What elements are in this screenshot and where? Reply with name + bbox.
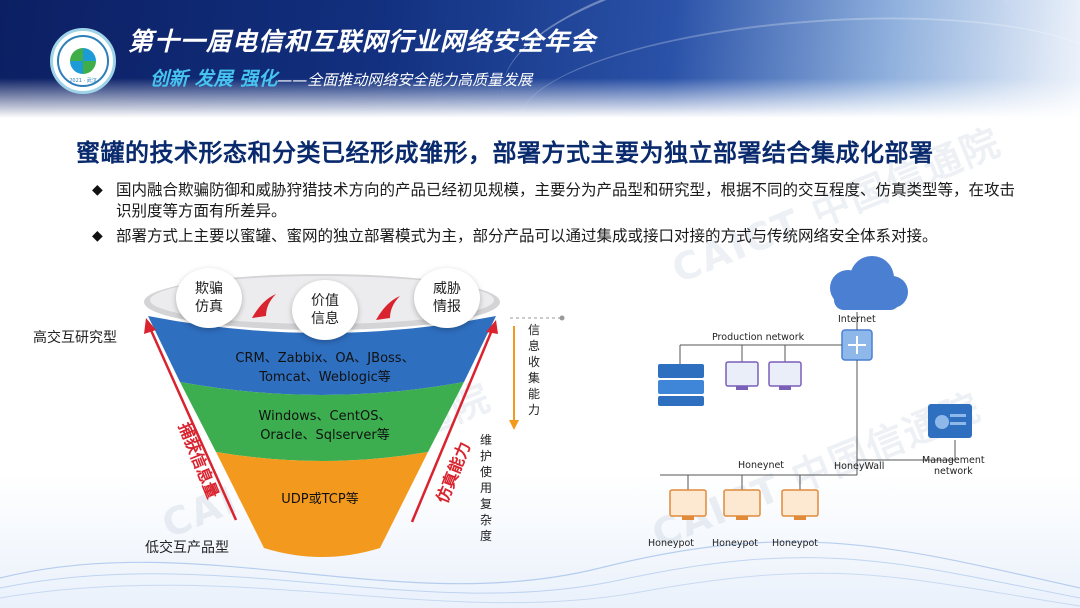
bullet-item: 国内融合欺骗防御和威胁狩猎技术方向的产品已经初见规模，主要分为产品型和研究型，根… xyxy=(92,180,1022,222)
conference-logo: 2021 · 武汉 xyxy=(50,28,116,94)
bottom-waves xyxy=(0,541,1080,607)
internet-label: Internet xyxy=(838,314,876,325)
honeypot-monitor-icon xyxy=(781,489,819,520)
layer-text-app: CRM、Zabbix、OA、JBoss、 Tomcat、Weblogic等 xyxy=(235,351,415,385)
maintenance-complexity: 维护使用复杂度 xyxy=(479,433,492,543)
right-arrow-line xyxy=(410,329,494,523)
funnel-layer-blue xyxy=(148,316,496,395)
info-collection-capability: 信息收集能力 xyxy=(527,323,540,417)
swoosh-icon xyxy=(376,296,400,320)
server-icon xyxy=(658,364,704,406)
production-network-label: Production network xyxy=(712,332,805,343)
honeypot-monitor-icon xyxy=(669,489,707,520)
subtitle-rest: ——全面推动网络安全能力高质量发展 xyxy=(277,71,533,89)
left-arrow-line xyxy=(148,327,238,521)
logo-ring xyxy=(57,35,109,87)
honeypot-monitor-icon xyxy=(723,489,761,520)
bubble-value-info: 价值 信息 xyxy=(292,280,358,340)
funnel-layer-green xyxy=(180,382,464,461)
monitor-icon xyxy=(725,361,759,390)
right-arrow-head-icon xyxy=(486,320,498,334)
logo-year: 2021 · 武汉 xyxy=(69,78,97,84)
header-fade xyxy=(0,78,1080,118)
low-interaction-label: 低交互产品型 xyxy=(145,540,229,556)
honeywall-label: HoneyWall xyxy=(834,461,885,472)
cloud-icon xyxy=(830,256,908,310)
info-arrow-head-icon xyxy=(509,420,519,430)
bullet-item: 部署方式上主要以蜜罐、蜜网的独立部署模式为主，部分产品可以通过集成或接口对接的方… xyxy=(92,226,1022,247)
conference-subtitle: 创新 发展 强化——全面推动网络安全能力高质量发展 xyxy=(150,64,532,91)
bubble-deception: 欺骗 仿真 xyxy=(176,268,242,328)
bullet-list: 国内融合欺骗防御和威胁狩猎技术方向的产品已经初见规模，主要分为产品型和研究型，根… xyxy=(92,180,1022,251)
management-console-icon xyxy=(928,404,972,438)
swoosh-icon xyxy=(252,294,276,318)
funnel-layer-orange xyxy=(216,452,428,557)
header-banner xyxy=(0,0,1080,118)
management-network-label: Management network xyxy=(922,455,985,477)
slide-title: 蜜罐的技术形态和分类已经形成雏形，部署方式主要为独立部署结合集成化部署 xyxy=(76,139,934,167)
guide-dot xyxy=(559,315,565,321)
layer-text-os: Windows、CentOS、 Oracle、Sqlserver等 xyxy=(258,409,392,443)
conference-title: 第十一届电信和互联网行业网络安全年会 xyxy=(128,27,597,56)
honeypot-label: Honeypot xyxy=(648,538,695,549)
bubble-threat-intel: 威胁 情报 xyxy=(414,268,480,328)
honeypot-label: Honeypot xyxy=(712,538,759,549)
honeynet-label: Honeynet xyxy=(738,460,785,471)
high-interaction-label: 高交互研究型 xyxy=(33,330,117,346)
network-links xyxy=(660,312,956,490)
monitor-icon xyxy=(768,361,802,390)
layer-text-protocol: UDP或TCP等 xyxy=(281,492,359,507)
router-icon xyxy=(841,329,873,361)
subtitle-emphasis: 创新 发展 强化 xyxy=(150,68,278,90)
left-arrow-head-icon xyxy=(144,318,156,334)
honeypot-label: Honeypot xyxy=(772,538,819,549)
